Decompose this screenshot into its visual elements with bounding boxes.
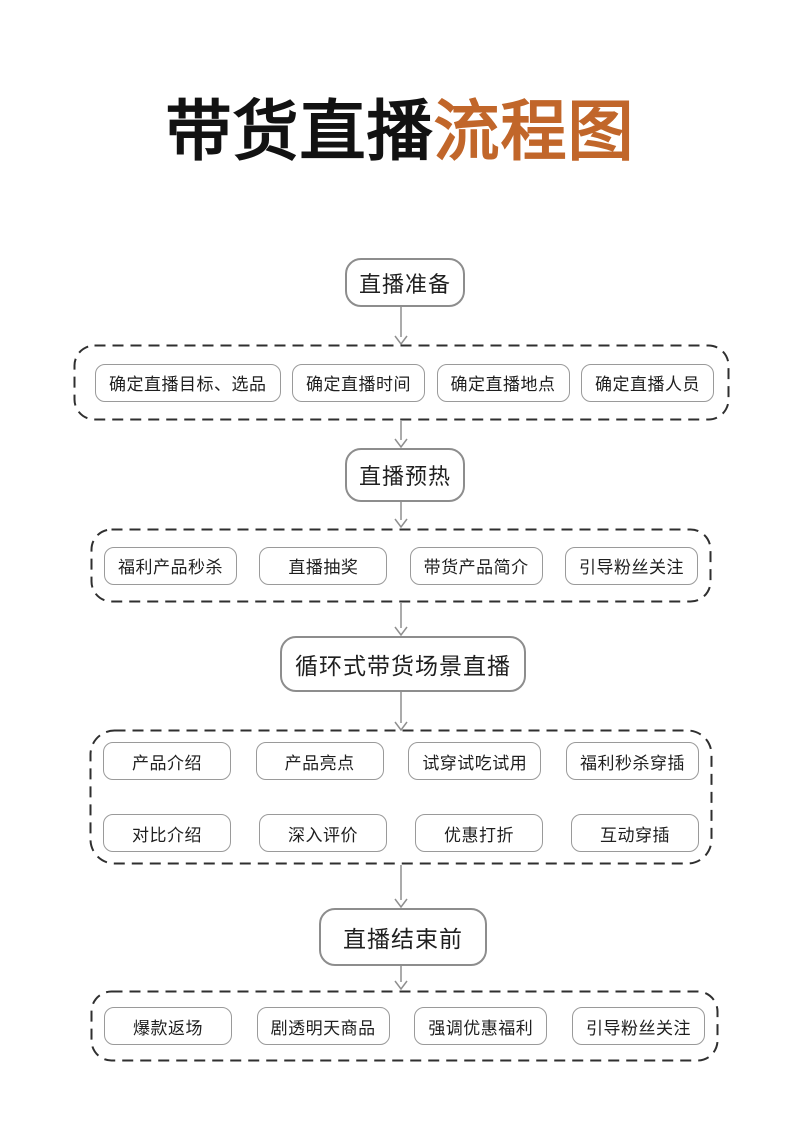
stage-label: 直播结束前 (343, 927, 463, 952)
group-selling-scene-tasks: 产品介绍 产品亮点 试穿试吃试用 福利秒杀穿插 对比介绍 深入评价 优惠打折 互… (89, 729, 713, 865)
stage-box-live-preparation: 直播准备 (345, 258, 465, 307)
flow-item: 福利秒杀穿插 (565, 742, 699, 780)
flow-item: 强调优惠福利 (414, 1007, 548, 1045)
group-row: 爆款返场 剧透明天商品 强调优惠福利 引导粉丝关注 (104, 1007, 705, 1045)
arrow-down-icon (394, 502, 408, 528)
group-warmup-tasks: 福利产品秒杀 直播抽奖 带货产品简介 引导粉丝关注 (90, 528, 712, 603)
flow-item: 产品亮点 (255, 742, 384, 780)
flow-item: 直播抽奖 (259, 546, 388, 585)
flow-item: 优惠打折 (415, 814, 543, 852)
flow-item: 引导粉丝关注 (571, 1007, 705, 1045)
arrow-down-icon (394, 865, 408, 908)
title-main-text: 带货直播 (165, 96, 434, 169)
stage-label: 直播准备 (358, 271, 451, 297)
title-accent-text: 流程图 (433, 96, 635, 169)
arrow-down-icon (394, 966, 408, 990)
flow-item: 互动穿插 (571, 814, 699, 852)
stage-label: 直播预热 (358, 464, 451, 489)
arrow-down-icon (394, 692, 408, 731)
flow-item: 试穿试吃试用 (408, 742, 542, 780)
flow-item: 带货产品简介 (409, 546, 543, 585)
group-row: 对比介绍 深入评价 优惠打折 互动穿插 (103, 814, 699, 852)
flow-item: 剧透明天商品 (256, 1007, 390, 1045)
group-preparation-tasks: 确定直播目标、选品 确定直播时间 确定直播地点 确定直播人员 (73, 344, 730, 421)
arrow-down-icon (394, 603, 408, 636)
stage-box-looped-selling-scene: 循环式带货场景直播 (280, 636, 526, 692)
flow-item: 对比介绍 (103, 814, 231, 852)
arrow-down-icon (394, 307, 408, 345)
stage-label: 循环式带货场景直播 (295, 654, 511, 679)
stage-box-live-warmup: 直播预热 (345, 448, 465, 502)
flow-item: 确定直播时间 (292, 363, 425, 402)
stage-box-before-live-end: 直播结束前 (319, 908, 487, 966)
group-row: 确定直播目标、选品 确定直播时间 确定直播地点 确定直播人员 (95, 363, 714, 402)
group-ending-tasks: 爆款返场 剧透明天商品 强调优惠福利 引导粉丝关注 (90, 990, 719, 1062)
flow-item: 确定直播目标、选品 (95, 363, 281, 402)
flow-item: 产品介绍 (103, 742, 231, 780)
flow-item: 深入评价 (259, 814, 387, 852)
arrow-down-icon (394, 421, 408, 448)
page-title: 带货直播流程图 (0, 100, 800, 166)
flow-item: 引导粉丝关注 (564, 546, 698, 585)
flow-item: 爆款返场 (104, 1007, 232, 1045)
group-row: 福利产品秒杀 直播抽奖 带货产品简介 引导粉丝关注 (104, 546, 698, 585)
group-row: 产品介绍 产品亮点 试穿试吃试用 福利秒杀穿插 (103, 742, 699, 780)
flow-item: 确定直播地点 (436, 363, 570, 402)
flow-item: 福利产品秒杀 (104, 546, 237, 585)
flow-item: 确定直播人员 (581, 363, 714, 402)
